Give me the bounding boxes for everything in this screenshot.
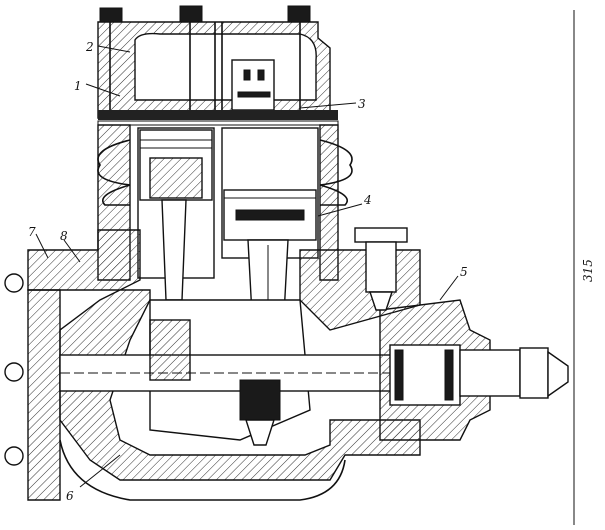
cylinder-head bbox=[97, 5, 331, 119]
head-bolt bbox=[179, 5, 203, 23]
right-piston bbox=[223, 189, 317, 241]
head-bolt bbox=[99, 7, 123, 23]
shaft-nut bbox=[519, 347, 549, 399]
bolt-head bbox=[4, 273, 24, 293]
valve-plate bbox=[97, 110, 339, 126]
callout-8: 8 bbox=[60, 229, 68, 243]
valve-assembly bbox=[231, 59, 275, 111]
callout-labels: 1 2 3 4 5 6 7 8 bbox=[28, 40, 468, 503]
bolt-head bbox=[4, 362, 24, 382]
crankshaft bbox=[59, 319, 560, 446]
oil-filler-plug bbox=[354, 227, 408, 311]
callout-6: 6 bbox=[66, 489, 74, 503]
front-bearing-housing bbox=[379, 299, 569, 441]
callout-1: 1 bbox=[74, 79, 82, 93]
callout-7: 7 bbox=[28, 225, 36, 239]
callout-2: 2 bbox=[85, 40, 94, 54]
head-bolt bbox=[287, 5, 311, 23]
height-dimension: 315 bbox=[573, 10, 595, 525]
dimension-value: 315 bbox=[581, 259, 595, 282]
callout-3: 3 bbox=[358, 97, 366, 111]
left-piston bbox=[139, 129, 213, 201]
bolt-head bbox=[4, 446, 24, 466]
leader-lines bbox=[35, 45, 459, 488]
callout-5: 5 bbox=[460, 265, 468, 279]
callout-4: 4 bbox=[363, 193, 372, 207]
